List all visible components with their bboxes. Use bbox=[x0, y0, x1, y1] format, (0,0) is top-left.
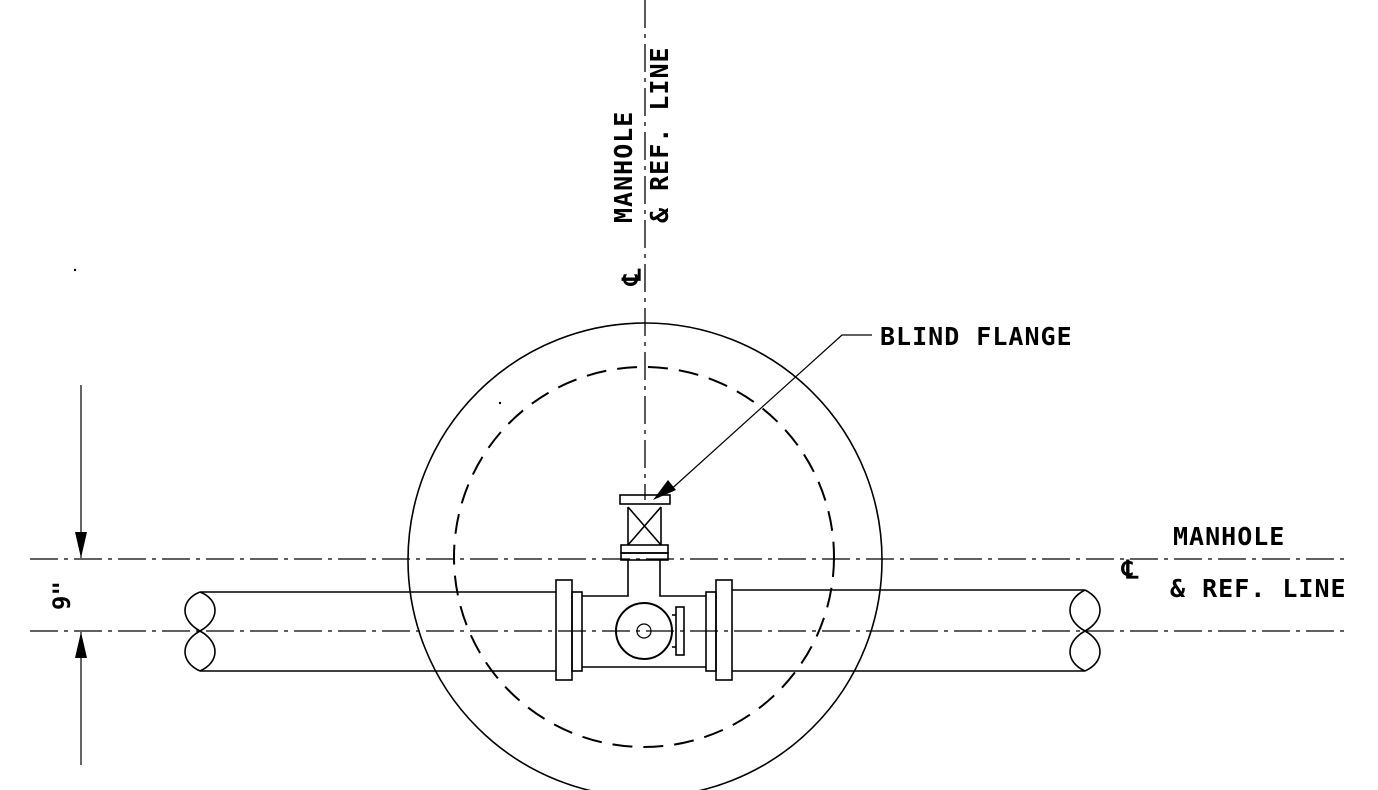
centerline-symbol-horizontal: ℄ bbox=[1121, 555, 1139, 584]
stray-dot-2 bbox=[498, 401, 502, 405]
manhole-outer-circle bbox=[407, 322, 883, 790]
pipe-left bbox=[184, 591, 556, 672]
horizontal-centerline-label: ℄ MANHOLE & REF. LINE bbox=[1121, 522, 1347, 603]
vertical-label-line1: MANHOLE bbox=[609, 111, 638, 223]
horizontal-label-line1: MANHOLE bbox=[1173, 522, 1285, 551]
blind-flange-label: BLIND FLANGE bbox=[880, 322, 1073, 351]
centerline-symbol-vertical: ℄ bbox=[617, 268, 646, 286]
horizontal-label-line2: & REF. LINE bbox=[1170, 574, 1347, 603]
blind-flange-plate bbox=[619, 494, 671, 505]
dimension-label: 9" bbox=[48, 581, 76, 610]
stray-dot-1 bbox=[73, 268, 77, 272]
pipe-right bbox=[732, 589, 1101, 672]
tee-flange-right bbox=[705, 579, 733, 681]
manhole-inner-dashed-circle bbox=[453, 366, 835, 748]
vertical-label-line2: & REF. LINE bbox=[645, 46, 674, 223]
branch-valve bbox=[627, 506, 662, 546]
dimension-9in bbox=[75, 385, 87, 765]
tee-body bbox=[582, 560, 706, 668]
blind-flange-leader bbox=[653, 334, 872, 500]
branch-flange bbox=[620, 544, 669, 561]
vertical-centerline-label: ℄ MANHOLE & REF. LINE bbox=[609, 46, 674, 286]
valve-handwheel bbox=[615, 602, 685, 660]
tee-flange-left bbox=[555, 579, 583, 681]
